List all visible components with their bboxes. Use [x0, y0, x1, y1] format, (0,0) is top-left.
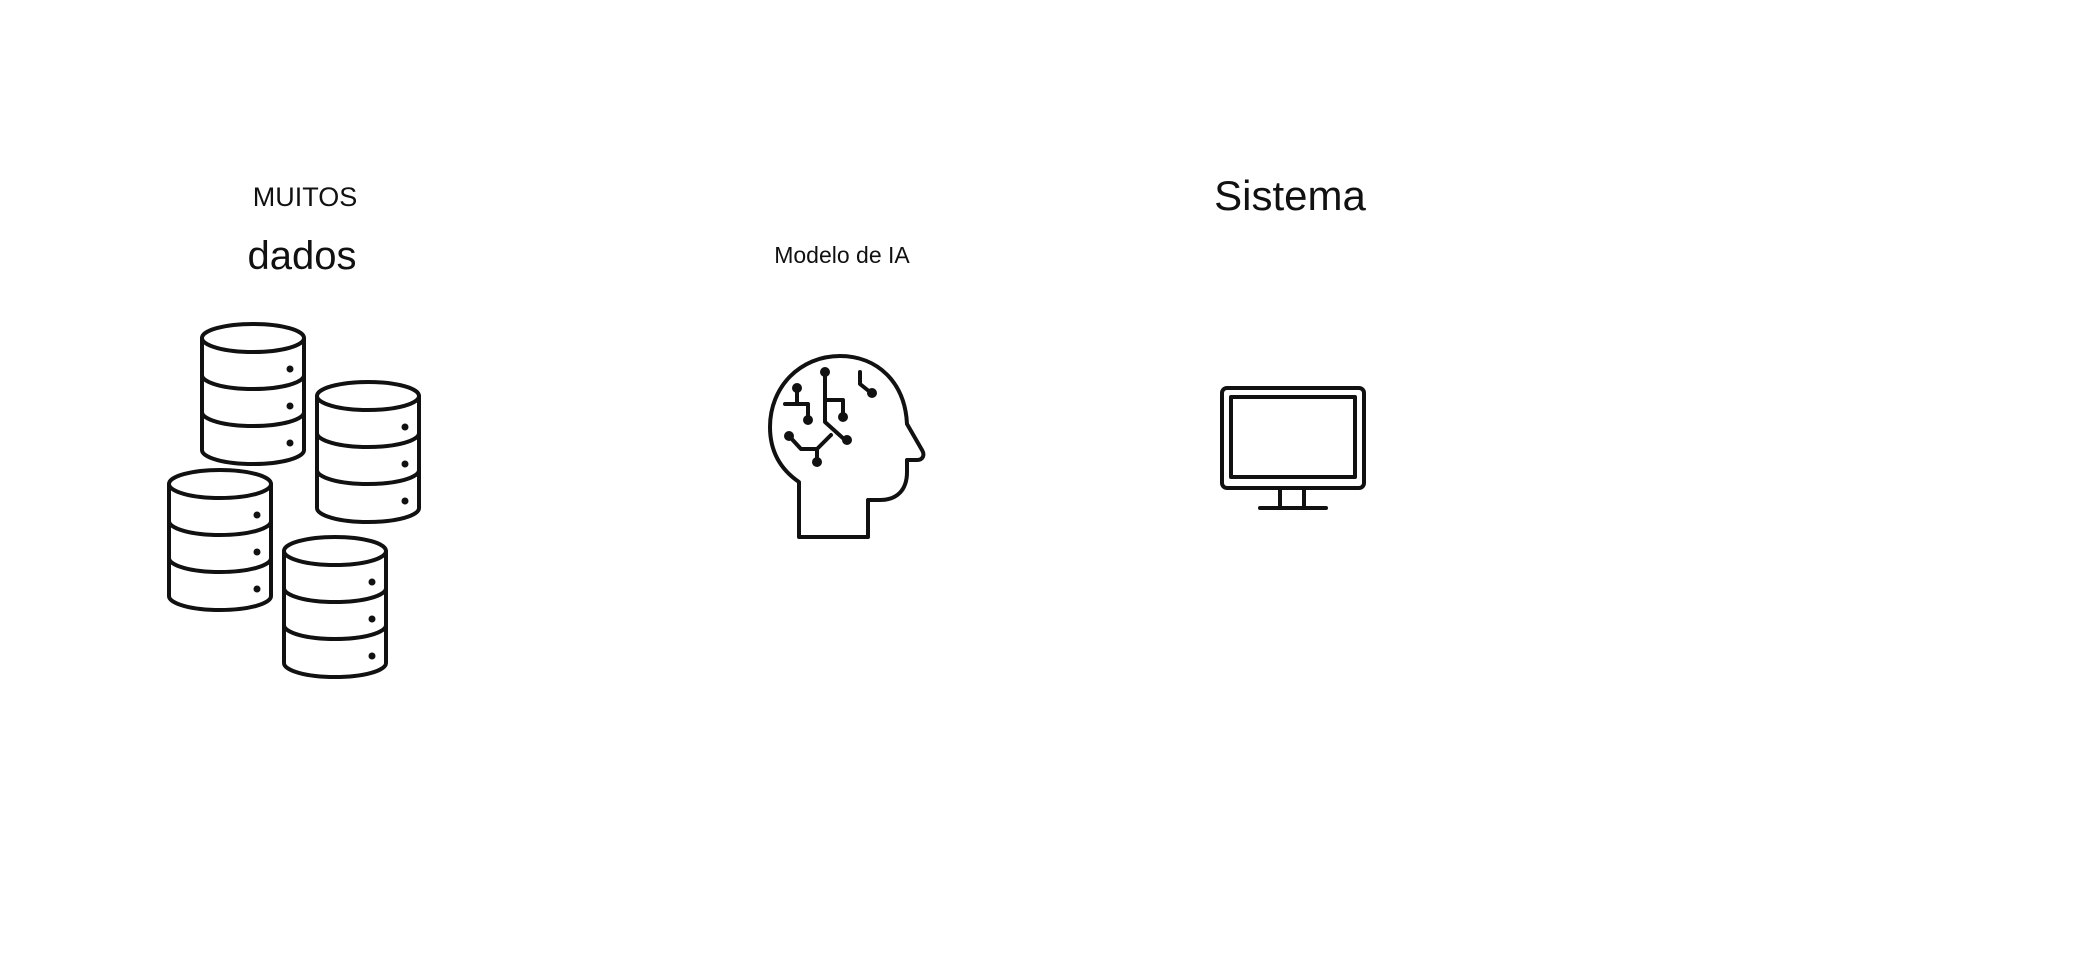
modelo-ia-label: Modelo de IA [774, 242, 910, 268]
database-cylinder-icon [167, 468, 273, 612]
database-cylinder-icon [315, 380, 421, 524]
monitor-icon [1218, 384, 1368, 514]
sistema-label: Sistema [1214, 172, 1366, 219]
dados-label: dados [247, 234, 357, 278]
ai-head-circuit-icon [765, 352, 935, 542]
database-stack-icon [160, 318, 430, 680]
muitos-label: MUITOS [252, 182, 358, 212]
database-cylinder-icon [282, 535, 388, 679]
database-cylinder-icon [200, 322, 306, 466]
